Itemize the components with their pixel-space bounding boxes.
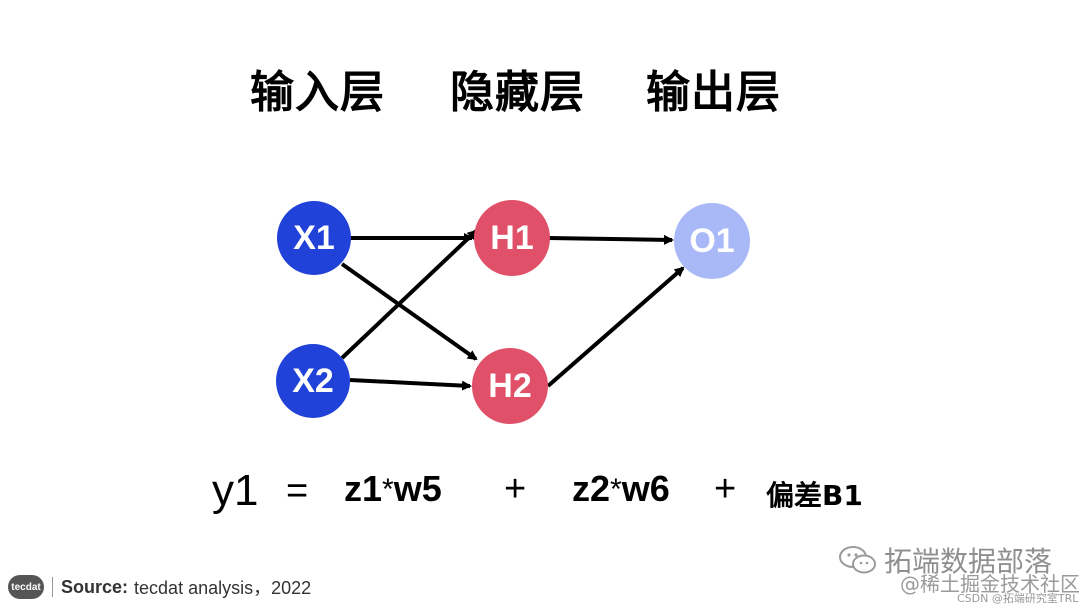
source-text: tecdat analysis，2022	[134, 578, 312, 598]
node-x2-label: X2	[292, 362, 334, 400]
formula-star-1: *	[382, 473, 394, 506]
node-x1-label: X1	[293, 219, 335, 257]
source-label: Source:	[61, 576, 129, 597]
formula-equals: =	[286, 470, 309, 512]
node-x2	[276, 344, 350, 418]
wechat-icon	[839, 546, 876, 574]
edge-x2-h2	[349, 378, 472, 391]
edge-x2-h1	[340, 229, 478, 360]
edge-x1-h2	[340, 262, 478, 361]
footer-divider	[52, 577, 53, 597]
formula-term1-b: w5	[393, 468, 442, 509]
edge-h1-o1	[547, 234, 674, 245]
node-h1	[474, 200, 550, 276]
node-h1-label: H1	[490, 219, 533, 257]
tecdat-logo: tecdat	[8, 575, 44, 599]
formula-bias: 偏差B1	[766, 479, 863, 512]
node-h2	[472, 348, 548, 424]
node-x1	[277, 201, 351, 275]
node-h2-label: H2	[488, 367, 531, 405]
output-layer-title: 输出层	[646, 67, 781, 118]
node-o1-label: O1	[689, 222, 734, 260]
formula-term2: z2*w6	[572, 468, 670, 510]
formula-term1-a: z1	[344, 468, 383, 509]
hidden-layer-title: 隐藏层	[450, 67, 585, 118]
formula-star-2: *	[610, 473, 622, 506]
source-footer: tecdat Source: tecdat analysis，2022	[8, 572, 311, 602]
wechat-watermark: 拓端数据部落	[838, 540, 1052, 580]
wechat-watermark-text: 拓端数据部落	[884, 545, 1053, 578]
formula-lhs: y1	[212, 466, 259, 515]
formula-term2-a: z2	[572, 468, 611, 509]
formula-term2-b: w6	[621, 468, 670, 509]
input-layer-title: 输入层	[250, 67, 385, 118]
csdn-watermark: CSDN @拓端研究室TRL	[957, 592, 1079, 605]
juejin-watermark: @稀土掘金技术社区	[900, 572, 1080, 596]
formula-plus-2: +	[714, 468, 737, 510]
edge-h2-o1	[546, 266, 685, 388]
formula-term1: z1*w5	[344, 468, 442, 510]
formula-plus-1: +	[504, 468, 527, 510]
node-o1	[674, 203, 750, 279]
